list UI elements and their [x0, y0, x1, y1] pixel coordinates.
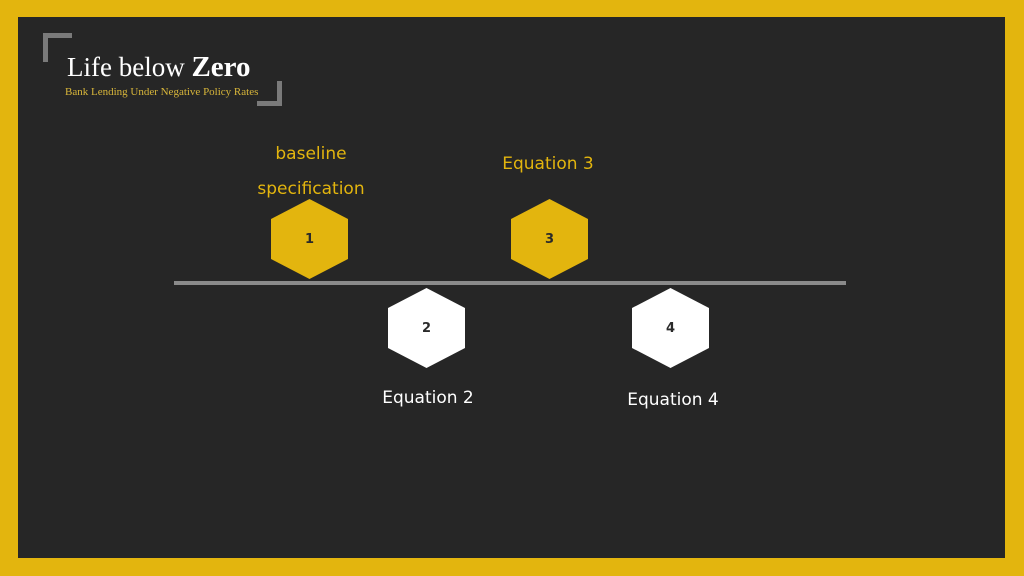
step-4-label: Equation 4	[627, 390, 719, 410]
step-3-number: 3	[544, 231, 555, 247]
step-2-label: Equation 2	[382, 388, 474, 408]
step-3-hexagon: 3	[511, 199, 588, 279]
step-1-number: 1	[304, 231, 315, 247]
logo-title: Life below Zero	[67, 51, 251, 84]
timeline-line	[174, 281, 846, 285]
step-1-label-line1: baseline	[275, 144, 347, 164]
step-2-hexagon: 2	[388, 288, 465, 368]
logo-bracket-bottom-right	[257, 81, 282, 106]
slide: Life below Zero Bank Lending Under Negat…	[18, 17, 1005, 558]
step-2-number: 2	[421, 320, 432, 336]
step-1-label: baseline specification	[247, 137, 375, 207]
logo-title-bold: Zero	[191, 51, 251, 83]
logo-title-prefix: Life below	[67, 52, 192, 82]
step-1-hexagon: 1	[271, 199, 348, 279]
step-1-label-line2: specification	[257, 179, 365, 199]
step-4-number: 4	[665, 320, 676, 336]
step-3-label: Equation 3	[502, 154, 594, 174]
step-4-hexagon: 4	[632, 288, 709, 368]
logo-bracket-top-left	[43, 33, 72, 62]
logo-subtitle: Bank Lending Under Negative Policy Rates	[65, 86, 259, 98]
